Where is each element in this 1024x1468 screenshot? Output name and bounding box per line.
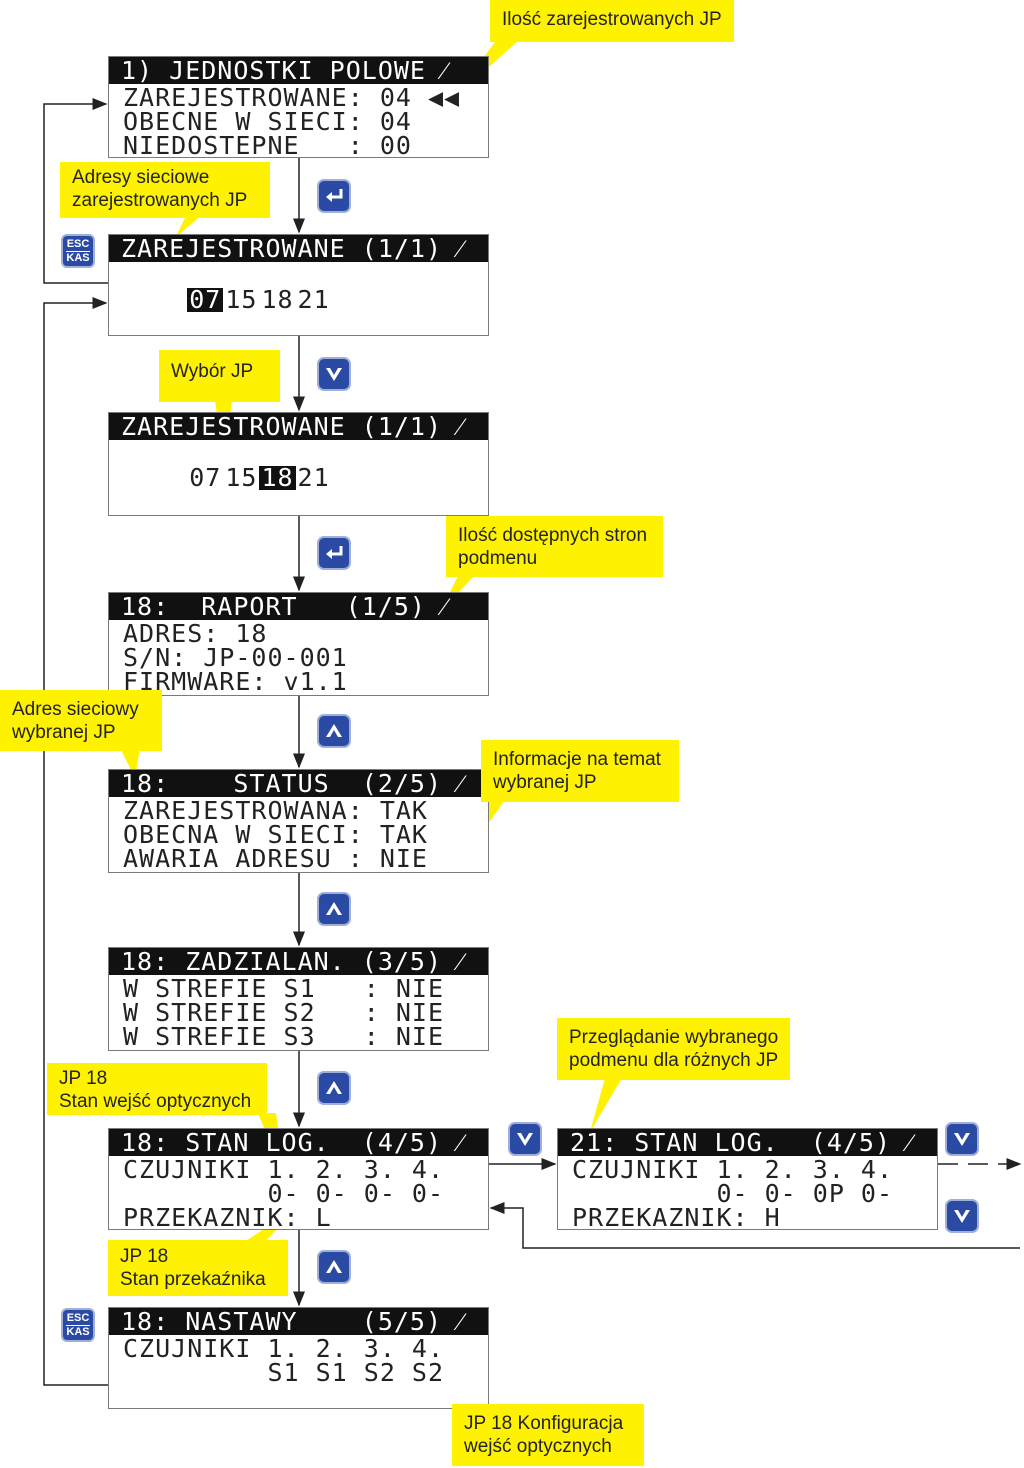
callout-text: Ilość dostępnych stron [458,525,648,546]
screen-line: ZAREJESTROWANE: 04 ◀◀ [123,83,461,112]
callout-relay-state: JP 18 Stan przekaźnika [108,1240,288,1296]
callout-text: Przeglądanie wybranego [569,1027,779,1048]
screen-line: S1 S1 S2 S2 [123,1358,445,1387]
screen-header: 18: ZADZIALAN. (3/5) ⁄ [109,948,488,975]
address-item-selected[interactable]: 07 [187,285,224,314]
up-key-icon[interactable] [317,892,351,926]
screen-line: ADRES: 18 [123,619,268,648]
callout-network-addresses: Adresy sieciowe zarejestrowanych JP [60,162,270,218]
callout-text: wejść optycznych [464,1436,612,1457]
screen-line: 0- 0- 0P 0- [572,1179,894,1208]
enter-key-icon[interactable] [317,179,351,213]
address-item-selected[interactable]: 18 [259,463,296,492]
screen-header: 18: RAPORT (1/5) ⁄ [109,593,488,620]
down-key-icon[interactable] [945,1199,979,1233]
callout-text: Adres sieciowy [12,699,139,720]
address-item[interactable]: 15 [225,463,258,492]
address-item[interactable]: 07 [189,463,222,492]
esc-key-icon[interactable]: ESC KAS [61,234,95,268]
screen-header: 18: STATUS (2/5) ⁄ [109,770,488,797]
callout-text: JP 18 Konfiguracja [464,1413,624,1434]
callout-submenu-pages: Ilość dostępnych stron podmenu [446,516,663,577]
down-key-icon[interactable] [317,357,351,391]
callout-registered-count: Ilość zarejestrowanych JP [490,0,734,42]
screen-line: ZAREJESTROWANA: TAK [123,796,428,825]
screen-line: PRZEKAZNIK: L [123,1203,332,1232]
callout-text: Wybór JP [171,361,254,382]
address-item[interactable]: 21 [297,463,330,492]
callout-text: Informacje na temat [493,749,661,770]
callout-text: wybranej JP [12,722,116,743]
screen-line: AWARIA ADRESU : NIE [123,844,428,873]
screen-header: ZAREJESTROWANE (1/1) ⁄ [109,413,488,440]
lcd-screen-logic-state-unit-21: 21: STAN LOG. (4/5) ⁄ CZUJNIKI 1. 2. 3. … [557,1128,938,1230]
enter-key-icon[interactable] [317,536,351,570]
screen-line: OBECNE W SIECI: 04 [123,107,412,136]
screen-line: W STREFIE S1 : NIE [123,974,445,1003]
esc-key-icon[interactable]: ESC KAS [61,1308,95,1342]
esc-key-label-bottom: KAS [66,1325,90,1338]
callout-text: JP 18 [59,1068,108,1089]
callout-text: Adresy sieciowe [72,167,210,188]
screen-line: CZUJNIKI 1. 2. 3. 4. [572,1155,894,1184]
callout-text: podmenu [458,548,538,569]
callout-optical-inputs-state: JP 18 Stan wejść optycznych [47,1063,267,1115]
callout-unit-info: Informacje na temat wybranej JP [481,740,679,802]
lcd-screen-zone-activation: 18: ZADZIALAN. (3/5) ⁄ W STREFIE S1 : NI… [108,947,489,1051]
callout-unit-select: Wybór JP [159,350,280,402]
callout-text: Ilość zarejestrowanych JP [502,9,722,30]
callout-browse-units: Przeglądanie wybranego podmenu dla różny… [557,1018,790,1080]
esc-key-label-top: ESC [66,1312,90,1324]
up-key-icon[interactable] [317,714,351,748]
lcd-screen-logic-state: 18: STAN LOG. (4/5) ⁄ CZUJNIKI 1. 2. 3. … [108,1128,489,1230]
screen-line: CZUJNIKI 1. 2. 3. 4. [123,1334,445,1363]
esc-key-label-bottom: KAS [66,251,90,264]
screen-header: 18: STAN LOG. (4/5) ⁄ [109,1129,488,1156]
screen-line: NIEDOSTEPNE : 00 [123,131,412,160]
screen-header: ZAREJESTROWANE (1/1) ⁄ [109,235,488,262]
callout-text: Stan przekaźnika [120,1269,266,1290]
screen-line: CZUJNIKI 1. 2. 3. 4. [123,1155,445,1184]
up-key-icon[interactable] [317,1071,351,1105]
screen-line: W STREFIE S2 : NIE [123,998,445,1027]
address-item[interactable]: 15 [225,285,258,314]
callout-text: zarejestrowanych JP [72,190,248,211]
lcd-screen-settings: 18: NASTAWY (5/5) ⁄ CZUJNIKI 1. 2. 3. 4.… [108,1307,489,1409]
esc-key-label-top: ESC [66,238,90,250]
callout-text: Stan wejść optycznych [59,1091,252,1112]
screen-header: 18: NASTAWY (5/5) ⁄ [109,1308,488,1335]
screen-line: W STREFIE S3 : NIE [123,1022,445,1051]
screen-line: FIRMWARE: v1.1 [123,667,348,696]
screen-line: PRZEKAZNIK: H [572,1203,781,1232]
lcd-screen-report: 18: RAPORT (1/5) ⁄ ADRES: 18 S/N: JP-00-… [108,592,489,696]
up-key-icon[interactable] [317,1250,351,1284]
callout-text: JP 18 [120,1246,169,1267]
callout-optical-inputs-config: JP 18 Konfiguracja wejść optycznych [452,1404,644,1466]
screen-header: 21: STAN LOG. (4/5) ⁄ [558,1129,937,1156]
callout-text: wybranej JP [493,772,597,793]
address-item[interactable]: 18 [261,285,294,314]
down-key-icon[interactable] [945,1122,979,1156]
down-key-icon[interactable] [508,1122,542,1156]
screen-header: 1) JEDNOSTKI POLOWE ⁄ [109,57,488,84]
screen-line: OBECNA W SIECI: TAK [123,820,428,849]
address-item[interactable]: 21 [297,285,330,314]
lcd-screen-field-units: 1) JEDNOSTKI POLOWE ⁄ ZAREJESTROWANE: 04… [108,56,489,158]
callout-selected-address: Adres sieciowy wybranej JP [0,690,162,751]
screen-line: S/N: JP-00-001 [123,643,348,672]
callout-text: podmenu dla różnych JP [569,1050,779,1071]
screen-line: 0- 0- 0- 0- [123,1179,445,1208]
lcd-screen-status: 18: STATUS (2/5) ⁄ ZAREJESTROWANA: TAK O… [108,769,489,873]
